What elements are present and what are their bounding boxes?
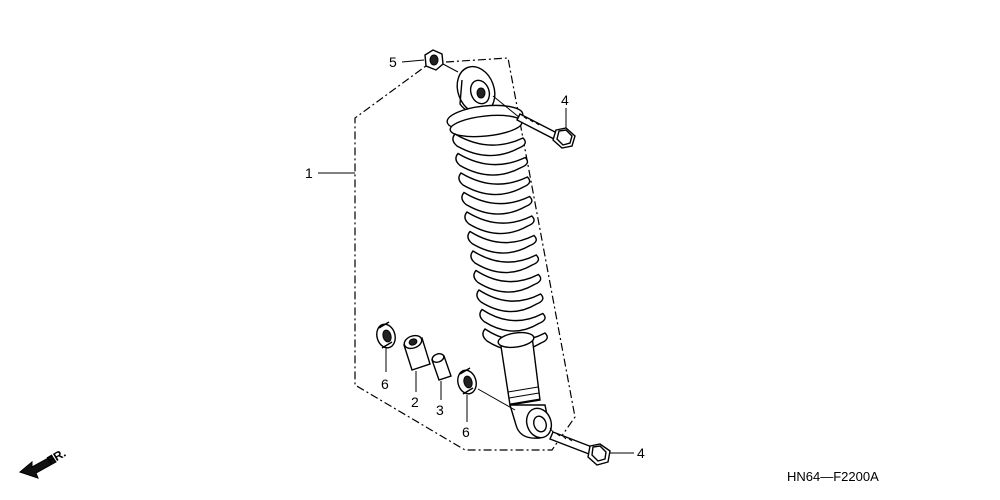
callout-6-right: 6 xyxy=(462,424,470,440)
callout-4-lower: 4 xyxy=(637,445,645,461)
spring-coil xyxy=(461,191,533,215)
spring-coil xyxy=(470,250,540,274)
callout-2: 2 xyxy=(411,394,419,410)
callout-1: 1 xyxy=(305,165,313,181)
diagram-code: HN64—F2200A xyxy=(787,469,879,484)
callout-5: 5 xyxy=(389,54,397,70)
callout-6-left: 6 xyxy=(381,376,389,392)
spring-coil xyxy=(455,152,529,176)
callout-4-upper: 4 xyxy=(561,92,569,108)
bushing xyxy=(403,334,431,371)
lower-mount-bolt xyxy=(549,427,611,466)
dust-seal-right xyxy=(457,367,516,411)
spring-coil xyxy=(479,308,546,332)
front-direction-arrow-icon: FR. xyxy=(18,446,68,479)
collar xyxy=(431,353,452,381)
spring-coil xyxy=(458,172,531,196)
spring-coil xyxy=(464,211,535,235)
callout-3: 3 xyxy=(436,402,444,418)
upper-mount-bolt xyxy=(492,95,576,149)
leader-5 xyxy=(401,59,425,63)
spring-coil xyxy=(452,133,526,157)
lower-mount-eye xyxy=(509,404,553,439)
spring-coil xyxy=(473,269,542,293)
coil-spring xyxy=(452,133,548,352)
dust-seal-left xyxy=(376,321,396,349)
upper-mount-nut xyxy=(424,49,459,73)
spring-coil xyxy=(467,230,537,254)
spring-coil xyxy=(476,289,544,313)
rear-shock-absorber xyxy=(446,65,553,439)
upper-spring-seat xyxy=(446,104,524,138)
damper-body xyxy=(497,331,541,406)
